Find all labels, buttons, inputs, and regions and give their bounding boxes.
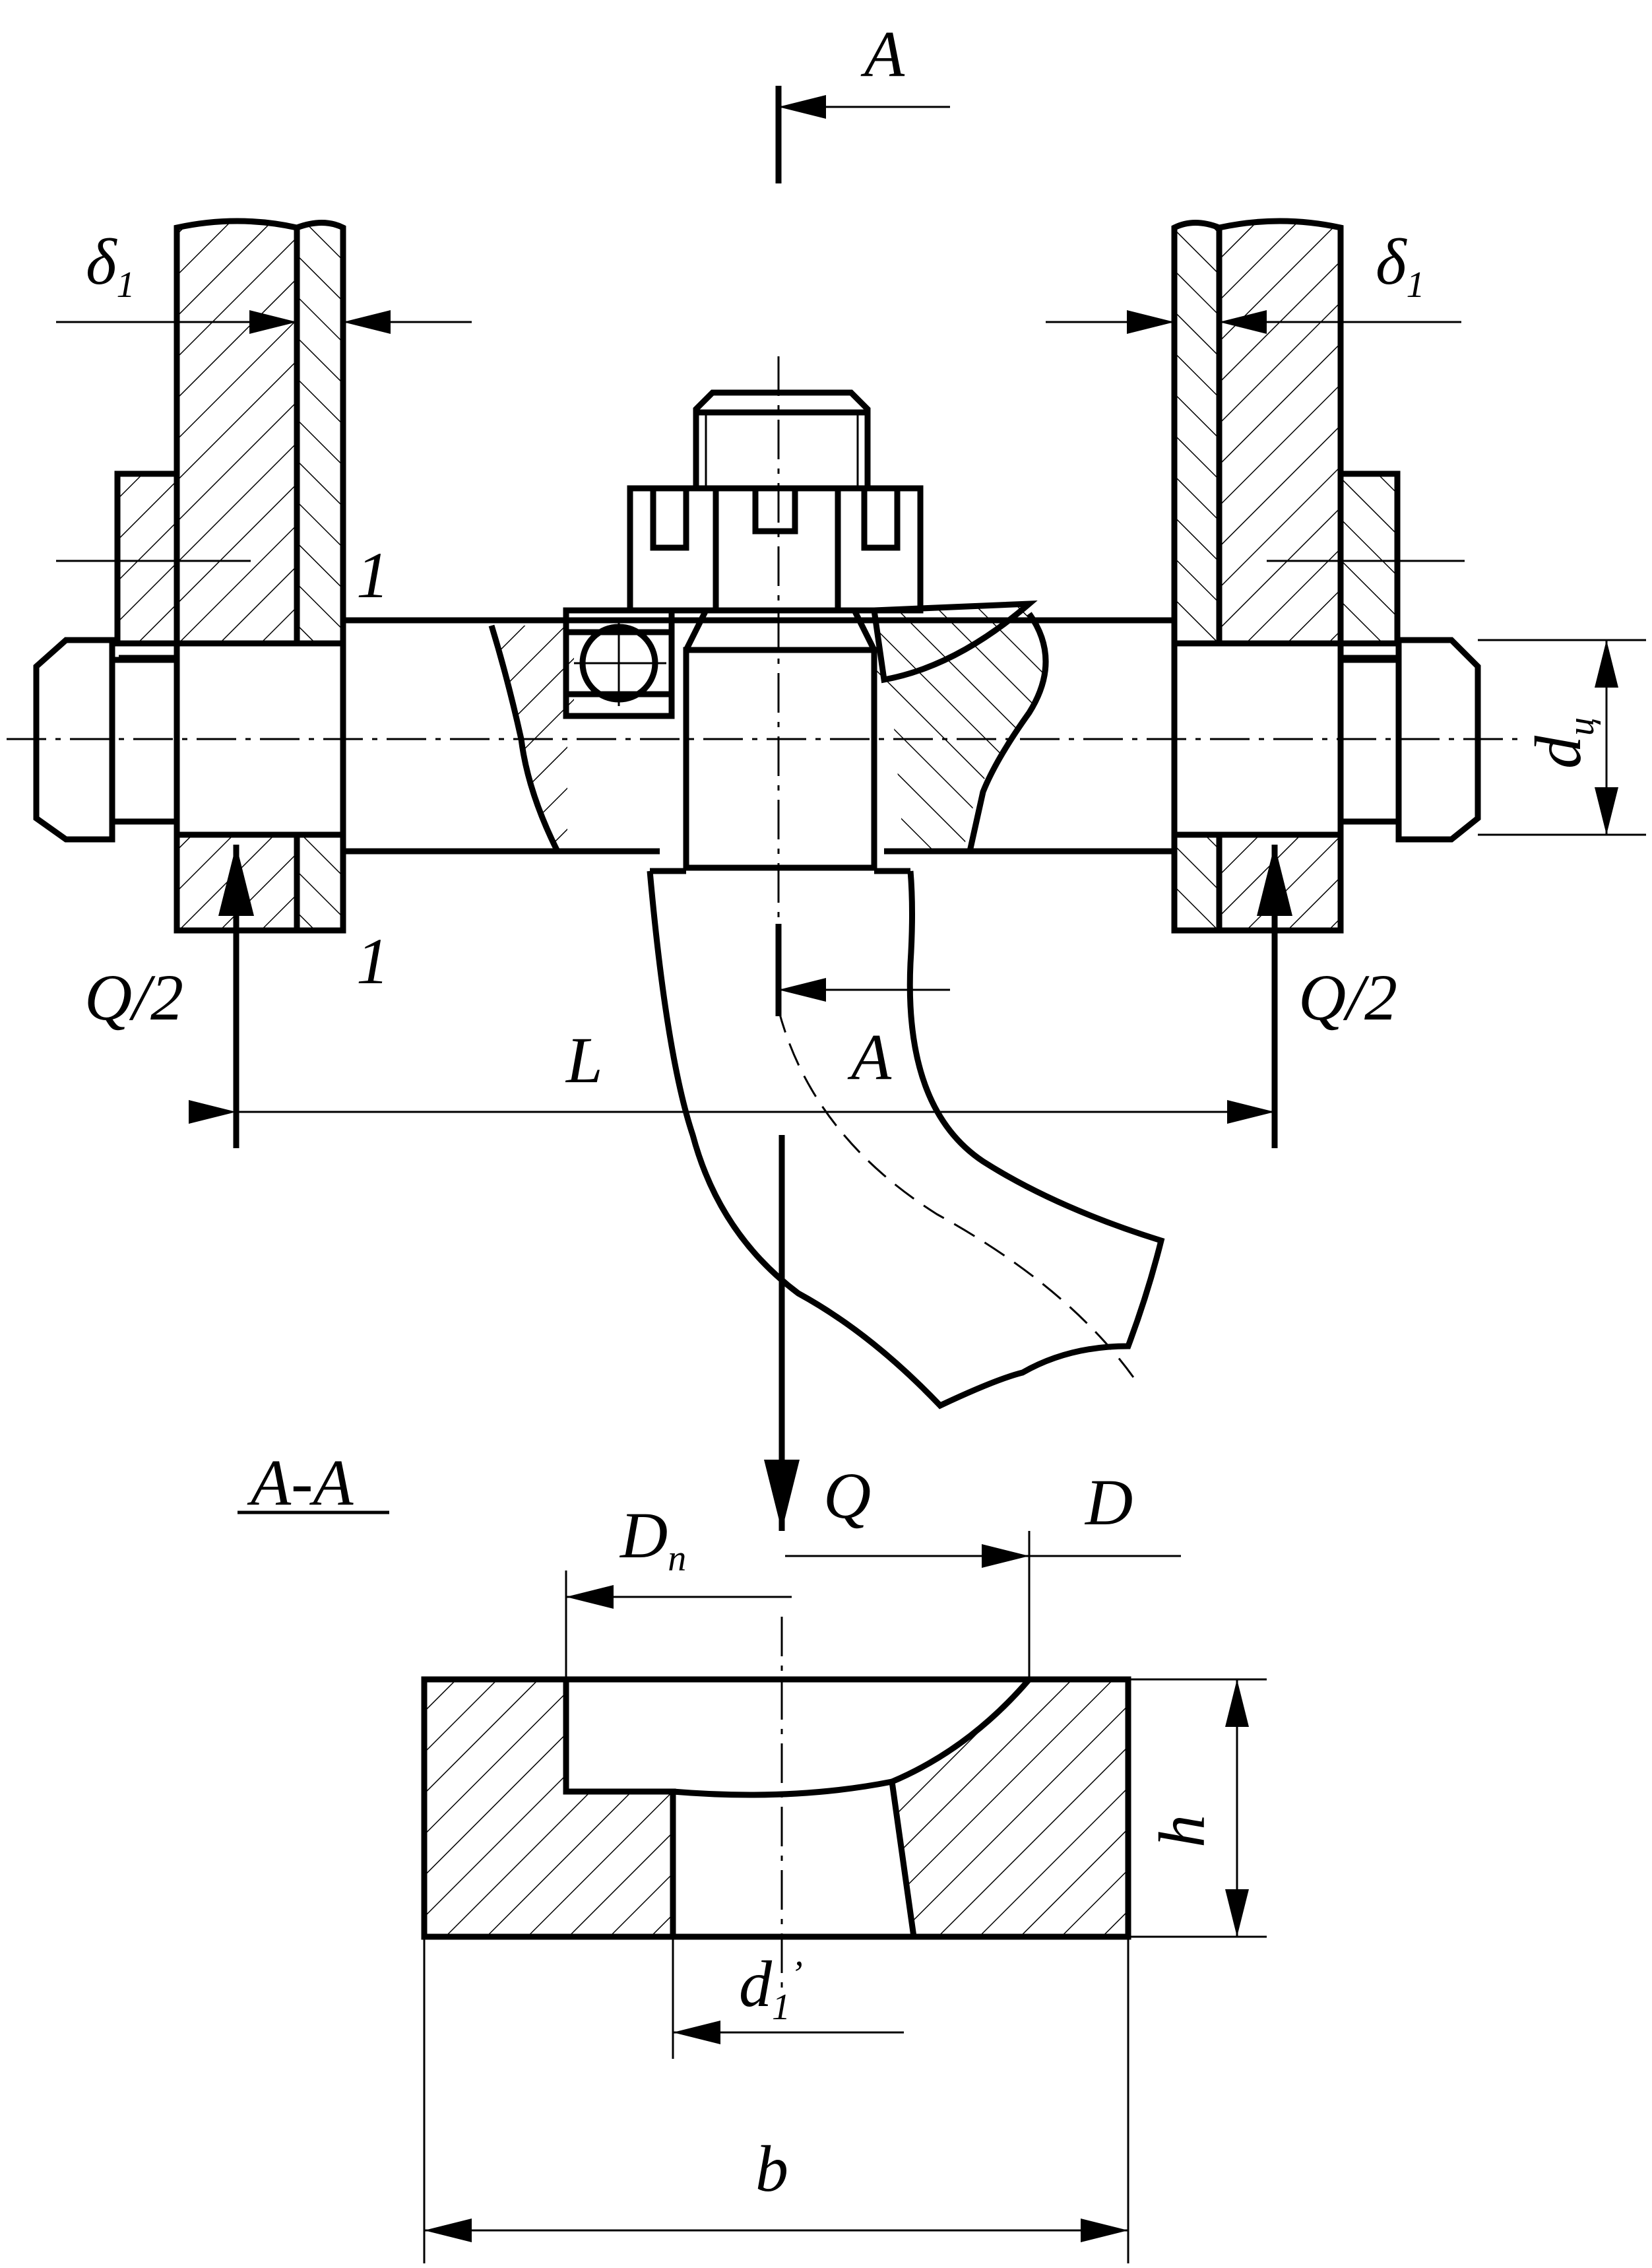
delta-left-label: δ — [86, 225, 117, 298]
groove-diameter-sub: n — [668, 1538, 686, 1579]
right-plates — [1171, 218, 1465, 934]
delta-left-sub: 1 — [116, 265, 135, 306]
inner-diameter-sub: 1 — [772, 1987, 790, 2028]
section-a-a: A-A Dn D h — [238, 1446, 1267, 2263]
svg-text:Dn: Dn — [619, 1499, 686, 1579]
section-mark-top-label: A — [860, 17, 905, 90]
left-plates — [56, 218, 346, 934]
section-title: A-A — [247, 1446, 354, 1519]
load-label: Q — [823, 1459, 871, 1532]
hook-body: A — [647, 868, 1165, 1409]
pin-diameter-label: d — [1521, 735, 1595, 769]
outer-diameter-label: D — [1084, 1466, 1133, 1539]
section-line-top-label: 1 — [356, 538, 389, 612]
svg-text:dц: dц — [1521, 717, 1602, 769]
pin-diameter-dimension: dц — [1478, 639, 1646, 836]
inner-diameter-prime: ’ — [790, 1954, 803, 1995]
load-arrow: Q — [764, 1135, 871, 1532]
force-left-label: Q/2 — [84, 961, 183, 1034]
section-line-bottom-label: 1 — [356, 924, 389, 998]
width-dimension: b — [423, 1937, 1129, 2263]
height-dimension: h — [1128, 1678, 1267, 1938]
section-mark-top: A — [775, 17, 950, 183]
span-label: L — [565, 1023, 603, 1097]
delta-dimension-left: δ1 — [56, 225, 472, 334]
delta-right-sub: 1 — [1406, 265, 1424, 306]
inner-diameter-label: d — [739, 1947, 773, 2021]
pin-diameter-sub: ц — [1561, 717, 1602, 736]
traverse — [488, 600, 1049, 853]
assembly-view: A — [7, 17, 1646, 1532]
width-label: b — [755, 2132, 788, 2205]
span-dimension: L — [189, 1023, 1275, 1124]
force-right-label: Q/2 — [1298, 961, 1397, 1034]
groove-diameter-label: D — [619, 1499, 668, 1572]
height-label: h — [1145, 1815, 1219, 1848]
delta-dimension-right: δ1 — [1046, 225, 1461, 334]
groove-dimensions: Dn D — [565, 1466, 1181, 1679]
svg-text:d1’: d1’ — [739, 1947, 803, 2028]
svg-text:δ1: δ1 — [1376, 225, 1424, 306]
reaction-forces: Q/2 Q/2 — [84, 845, 1397, 1148]
delta-right-label: δ — [1376, 225, 1407, 298]
section-mark-bottom-label: A — [847, 1020, 892, 1093]
hook-shank — [627, 356, 924, 990]
svg-text:δ1: δ1 — [86, 225, 135, 306]
inner-diameter-dimension: d1’ — [672, 1937, 904, 2059]
